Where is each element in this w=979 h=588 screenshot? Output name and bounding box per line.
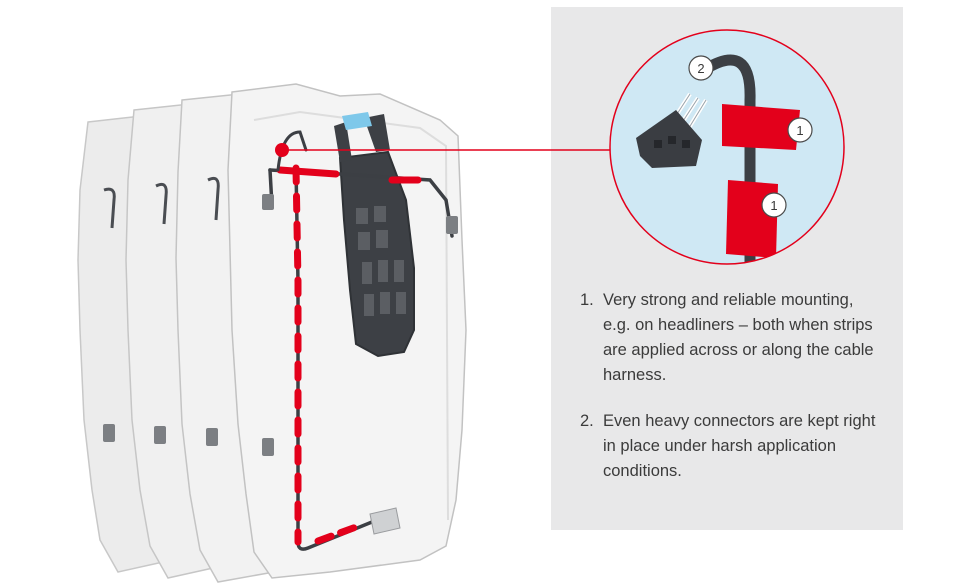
cable-clip — [446, 216, 458, 234]
note-item: 1. Very strong and reliable mounting, e.… — [551, 288, 881, 388]
mounting-bracket — [338, 150, 415, 358]
svg-text:2: 2 — [697, 61, 704, 76]
benefit-notes: 1. Very strong and reliable mounting, e.… — [551, 288, 881, 505]
headliner-stack — [77, 83, 467, 583]
tape-strip — [726, 180, 778, 258]
svg-text:1: 1 — [770, 198, 777, 213]
note-number: 2. — [580, 412, 594, 430]
callout-dot — [275, 143, 289, 157]
clip-highlight — [342, 112, 372, 130]
cable-harness — [262, 130, 458, 551]
badge-tape-lower: 1 — [761, 192, 787, 218]
tape-strip — [722, 104, 800, 150]
note-text: Very strong and reliable mounting, e.g. … — [603, 291, 874, 384]
harness-connector — [369, 507, 401, 535]
badge-tape-upper: 1 — [787, 117, 813, 143]
note-number: 1. — [580, 291, 594, 309]
cable-clip — [262, 194, 274, 210]
clip-mount — [103, 424, 115, 442]
badge-connector: 2 — [688, 55, 714, 81]
note-item: 2. Even heavy connectors are kept right … — [551, 409, 881, 484]
headliner-panel-front — [227, 83, 467, 579]
clip-mount — [206, 428, 218, 446]
clip-mount — [262, 438, 274, 456]
clip-mount — [154, 426, 166, 444]
bracket-cutouts — [356, 206, 406, 316]
note-text: Even heavy connectors are kept right in … — [603, 412, 876, 480]
svg-text:1: 1 — [796, 123, 803, 138]
